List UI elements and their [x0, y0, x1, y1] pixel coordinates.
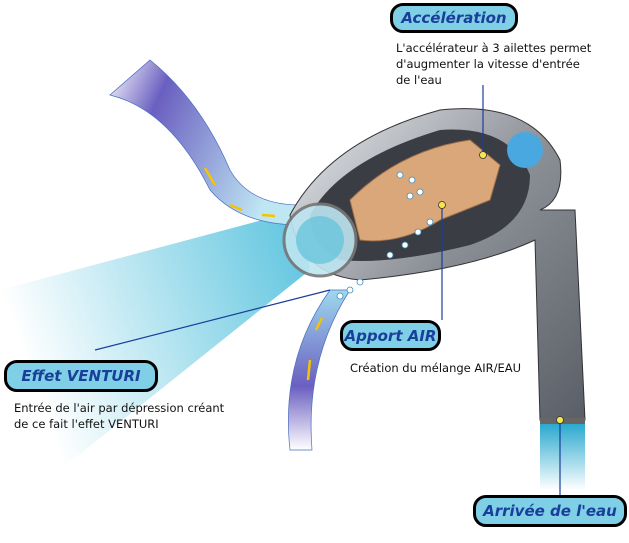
- label-effet-venturi: Effet VENTURI: [4, 360, 158, 392]
- air-flow-top: [109, 59, 301, 226]
- apport-air-description: Création du mélange AIR/EAU: [350, 360, 521, 376]
- desc-line: Entrée de l'air par dépression créant: [14, 401, 225, 415]
- venturi-description: Entrée de l'air par dépression créant de…: [14, 400, 224, 432]
- water-inlet-blue: [507, 132, 543, 168]
- leader-lines: [94, 85, 561, 495]
- desc-line: Création du mélange AIR/EAU: [350, 361, 522, 375]
- acceleration-description: L'accélérateur à 3 ailettes permet d'aug…: [396, 40, 591, 88]
- nozzle-inner: [296, 216, 344, 264]
- label-arrivee-eau: Arrivée de l'eau: [473, 495, 627, 527]
- label-apport-air: Apport AIR: [340, 320, 441, 351]
- flow-arrows: [203, 167, 324, 381]
- label-acceleration: Accélération: [390, 3, 518, 33]
- air-bubbles: [336, 171, 434, 300]
- water-supply: [540, 424, 585, 490]
- desc-line: de l'eau: [396, 73, 442, 87]
- water-jet-beam: [0, 210, 310, 470]
- desc-line: L'accélérateur à 3 ailettes permet: [396, 41, 592, 55]
- air-flow-bottom: [288, 289, 351, 451]
- desc-line: d'augmenter la vitesse d'entrée: [396, 57, 580, 71]
- desc-line: de ce fait l'effet VENTURI: [14, 417, 159, 431]
- accelerator-core: [349, 139, 501, 242]
- marker-dots: [438, 151, 564, 424]
